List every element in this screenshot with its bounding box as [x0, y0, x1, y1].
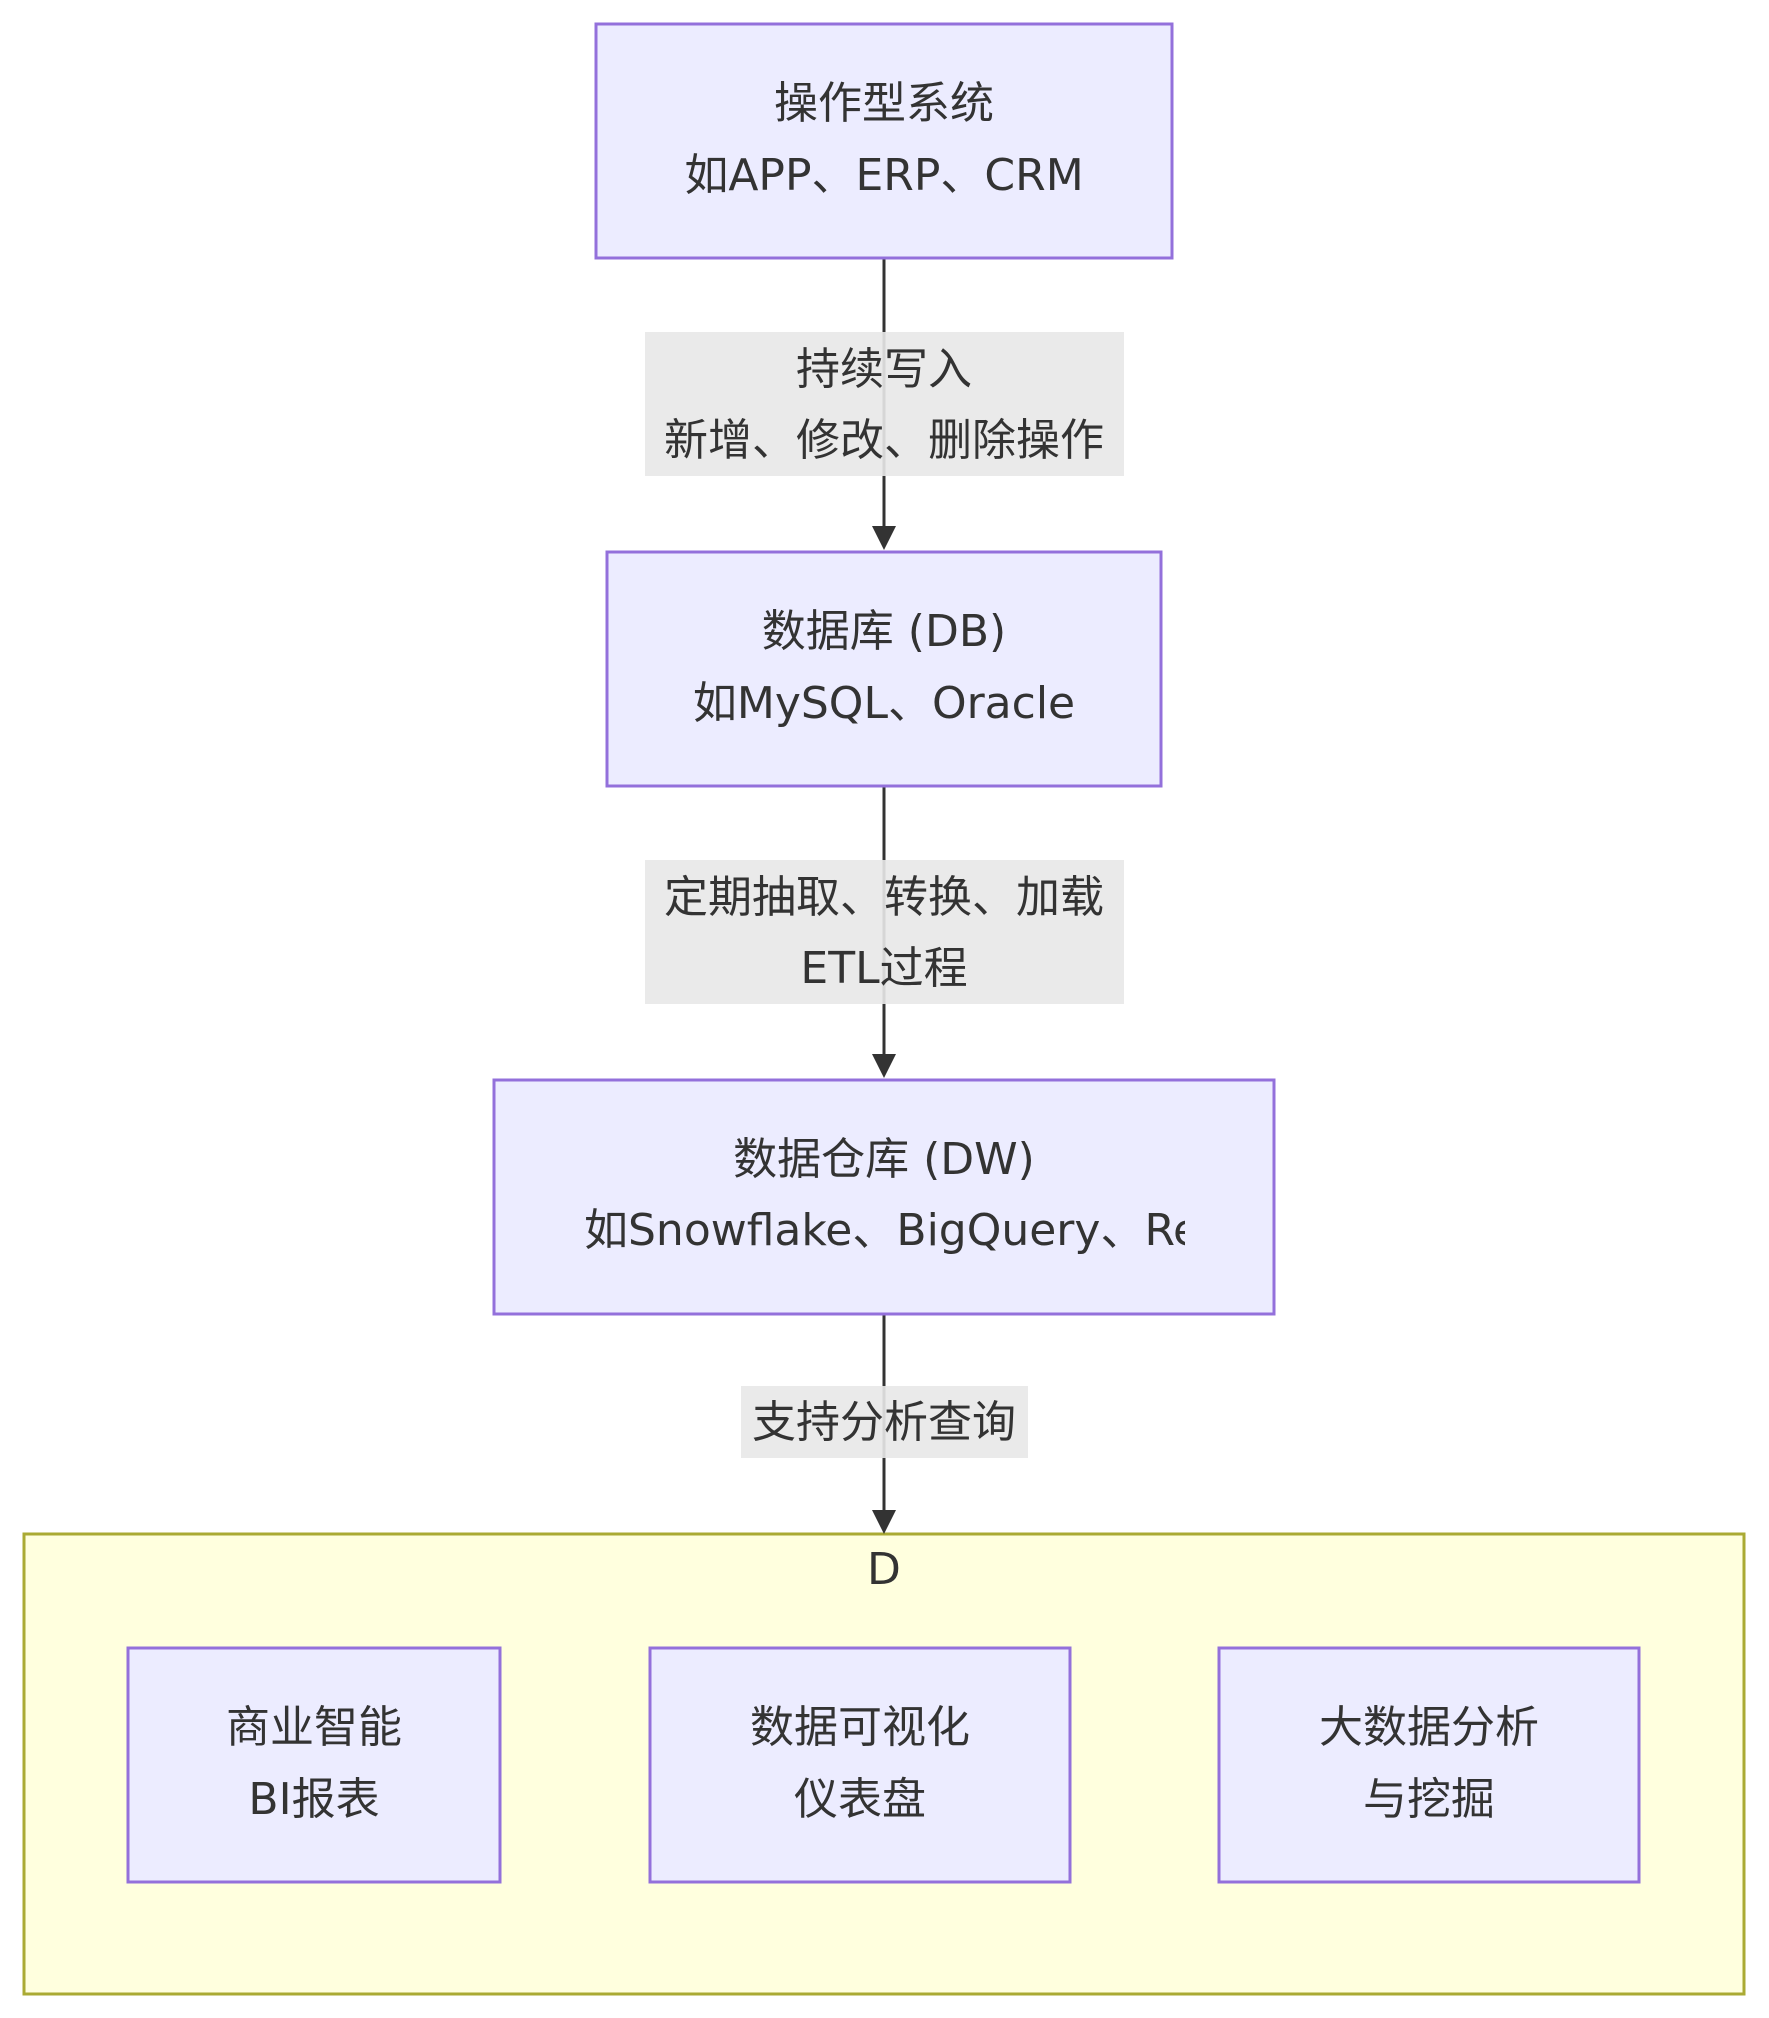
cluster-label: D	[867, 1544, 901, 1595]
node-subtitle: BI报表	[248, 1774, 379, 1825]
node-title: 数据库 (DB)	[762, 606, 1006, 657]
node-data-visualization: 数据可视化 仪表盘	[648, 1646, 1072, 1884]
node-operational-systems: 操作型系统 如APP、ERP、CRM	[594, 22, 1174, 260]
arrowhead-icon	[872, 526, 896, 550]
node-title: 操作型系统	[774, 78, 994, 129]
edge-label-background	[645, 860, 1124, 1004]
node-subtitle: 与挖掘	[1363, 1774, 1495, 1825]
node-database: 数据库 (DB) 如MySQL、Oracle	[605, 550, 1163, 788]
node-subtitle: 如Snowflake、BigQuery、Re	[584, 1205, 1200, 1256]
edge-label-line1: 持续写入	[796, 344, 972, 395]
node-data-warehouse: 数据仓库 (DW) 如Snowflake、BigQuery、Re	[492, 1078, 1276, 1316]
arrowhead-icon	[872, 1054, 896, 1078]
node-box	[492, 1078, 1276, 1316]
node-title: 商业智能	[226, 1702, 402, 1753]
node-big-data-analysis: 大数据分析 与挖掘	[1217, 1646, 1641, 1884]
node-title: 数据仓库 (DW)	[733, 1134, 1035, 1185]
edge-ops-to-db: 持续写入 新增、修改、删除操作	[645, 258, 1124, 550]
edge-label-line1: 定期抽取、转换、加载	[664, 872, 1104, 923]
edge-label-line2: ETL过程	[800, 943, 967, 994]
node-box	[126, 1646, 502, 1884]
node-business-intelligence: 商业智能 BI报表	[126, 1646, 502, 1884]
node-box	[594, 22, 1174, 260]
node-subtitle: 仪表盘	[794, 1774, 926, 1825]
node-subtitle: 如MySQL、Oracle	[693, 678, 1075, 729]
node-title: 大数据分析	[1319, 1702, 1539, 1753]
edge-label-background	[741, 1386, 1028, 1458]
node-box	[648, 1646, 1072, 1884]
node-box	[1217, 1646, 1641, 1884]
node-box	[605, 550, 1163, 788]
node-subtitle: 如APP、ERP、CRM	[684, 150, 1083, 201]
node-title: 数据可视化	[750, 1702, 970, 1753]
edge-label-line2: 新增、修改、删除操作	[664, 415, 1104, 466]
arrowhead-icon	[872, 1510, 896, 1534]
edge-dw-to-cluster: 支持分析查询	[741, 1314, 1028, 1534]
edge-label-line1: 支持分析查询	[752, 1397, 1016, 1448]
edge-db-to-dw: 定期抽取、转换、加载 ETL过程	[645, 786, 1124, 1078]
edge-label-background	[645, 332, 1124, 476]
